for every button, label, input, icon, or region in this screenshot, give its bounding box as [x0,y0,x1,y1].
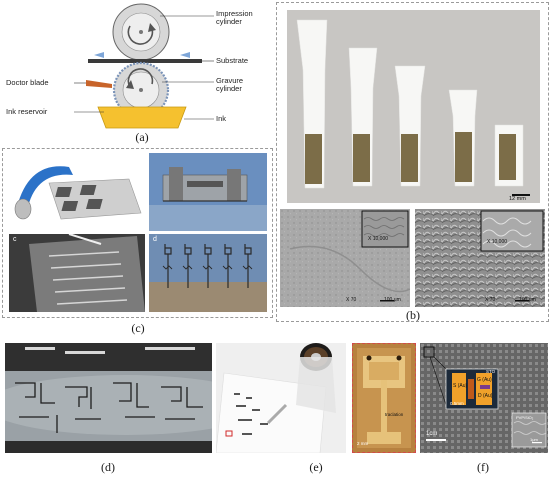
ink-reservoir [97,106,187,129]
printing-machine-photo [149,153,267,231]
roll-to-roll-photo [5,343,212,453]
label-ink-reservoir: Ink reservoir [6,107,48,116]
sem-image-right: X 10,000 X 70 100 μm [415,209,545,307]
label-sto: STO [486,369,496,374]
inset-traclation-label: traclation [385,412,404,417]
sem-right-inset-mag: X 10,000 [487,239,508,245]
sem-right-scale: 100 μm [519,297,536,303]
label-gravure-cylinder: Gravure cylinder [216,76,244,93]
panel-label-d: (d) [101,460,115,474]
sub-label-c: c [13,236,17,243]
flexible-substrate-roll-photo [216,343,346,453]
scale-12mm: 12 mm [509,196,526,202]
inset-scale-2mm: 2 mm [357,441,369,446]
sem-left-scale: 100 μm [384,297,401,303]
label-source-au: S (Au) [453,383,468,389]
scale-1um: 1μm [530,437,538,442]
transistor-array-photo: S (Au) G (Au) D (Au) STO PVP/SiO₂ 0.5mm … [420,343,548,453]
label-impression-cylinder: Impression cylinder [216,9,253,26]
panel-label-f: (f) [477,460,489,474]
panel-a: Impression cylinder Substrate Gravure cy… [0,0,270,145]
sem-image-left: X 10,000 X 70 100 μm [280,209,410,307]
sem-left-mag: X 70 [346,297,357,303]
label-ink: Ink [216,114,227,123]
substrate [88,59,202,63]
panel-b: 12 mm X 10,000 X 70 100 μm [276,2,549,322]
panel-label-a: (a) [135,130,149,144]
label-pvp: PVP/SiO₂ [516,415,534,420]
sub-label-d: d [153,236,157,243]
label-gate-au: G (Au) [477,377,492,383]
gravure-printing-diagram [74,3,214,129]
panel-c: c d [2,148,273,318]
printed-sensor-array-photo: d [149,234,267,312]
roll-printing-schematic [9,153,145,231]
doctor-blade [86,80,112,88]
panel-label-c: (c) [131,321,145,335]
electrode-strips-photo: 12 mm [287,10,540,203]
sensor-inset-photo: traclation 2 mm [352,343,416,453]
scale-1cm: 1cm [426,431,438,437]
label-doctor-blade: Doctor blade [6,78,49,87]
scale-0-5mm: 0.5mm [450,401,464,406]
label-substrate: Substrate [216,56,249,65]
sem-left-inset-mag: X 10,000 [368,236,389,242]
printed-pattern-photo: c [9,234,145,312]
panel-label-e: (e) [309,460,323,474]
panel-label-b: (b) [406,308,420,322]
sem-right-mag: X 70 [485,297,496,303]
label-drain-au: D (Au) [478,393,493,399]
